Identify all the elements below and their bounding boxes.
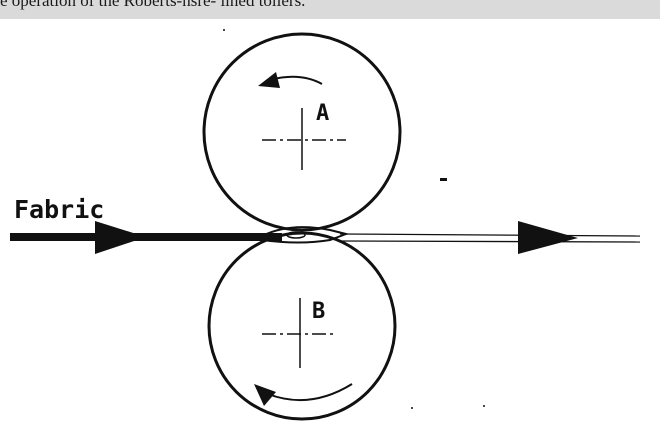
fabric-incoming-arrowhead xyxy=(95,221,146,254)
roller-a-outline xyxy=(202,32,402,232)
fabric-outgoing xyxy=(339,221,641,254)
nip-point xyxy=(261,226,350,244)
roller-b-center-mark xyxy=(262,298,334,368)
caption-strip: e operation of the Roberts-nsre- lined t… xyxy=(0,0,660,19)
fabric-label: Fabric xyxy=(14,195,104,224)
roller-a-arrowhead xyxy=(258,72,280,88)
print-dot xyxy=(223,29,225,31)
fabric-thin-line-bottom xyxy=(339,240,641,243)
roller-b-label: B xyxy=(312,299,325,324)
print-dot xyxy=(411,407,413,409)
roller-b xyxy=(207,231,397,421)
roller-a-center-mark xyxy=(262,108,346,170)
roller-b-rotation-arrow xyxy=(267,383,353,402)
fabric-outgoing-arrowhead xyxy=(518,221,578,254)
roller-b-outline xyxy=(207,231,397,421)
roller-a-label: A xyxy=(316,101,329,126)
print-dot xyxy=(483,405,485,407)
figure-caption: e operation of the Roberts-nsre- lined t… xyxy=(0,0,306,10)
roller-b-arrowhead xyxy=(254,384,276,406)
print-speck xyxy=(440,178,447,181)
fabric-incoming xyxy=(10,221,282,254)
fabric-thin-line-top xyxy=(339,233,641,237)
roller-a xyxy=(202,32,402,232)
